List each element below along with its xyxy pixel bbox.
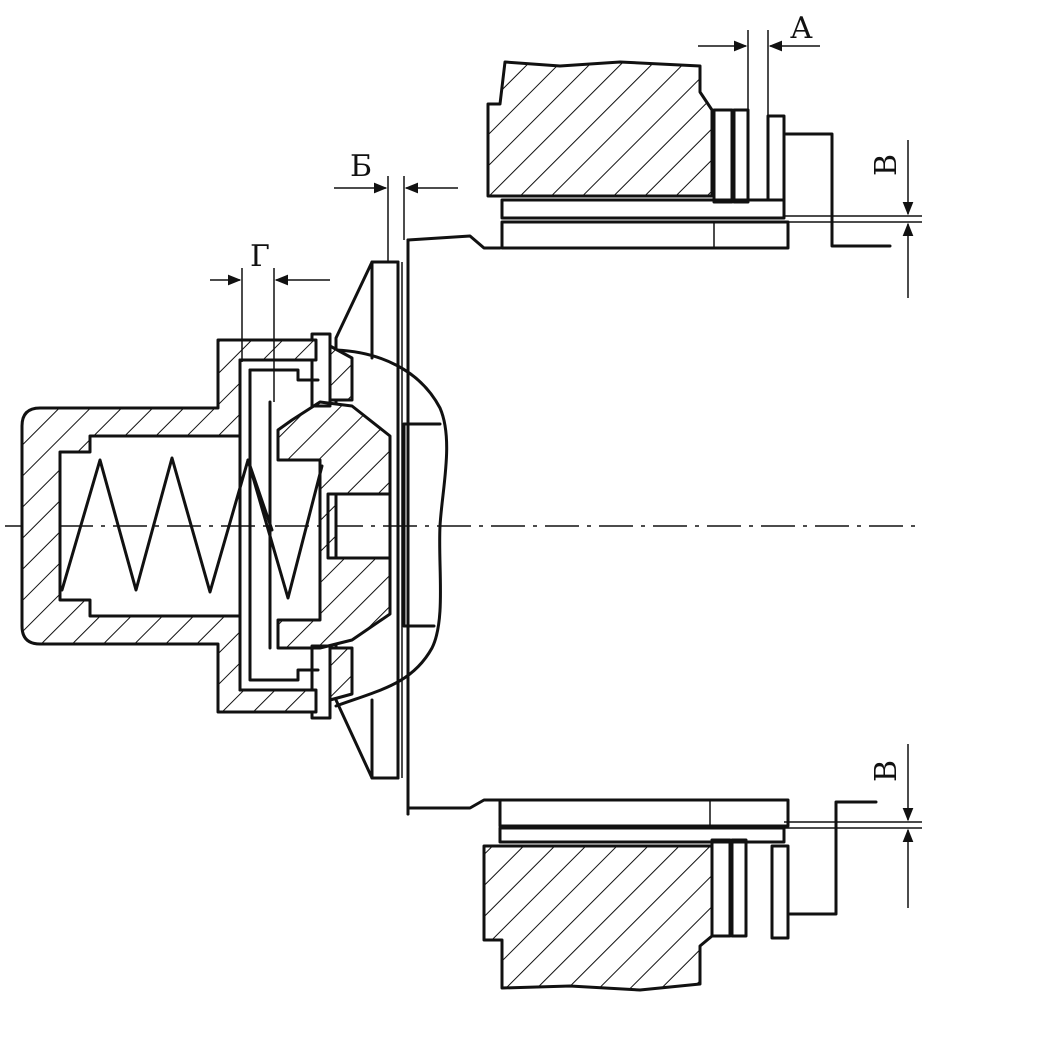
label-v-bottom: В <box>869 760 904 782</box>
label-g: Г <box>250 239 270 274</box>
bottom-housing-block <box>482 798 878 992</box>
top-sleeve-lower <box>500 220 790 250</box>
dimension-b: Б <box>334 149 458 262</box>
top-ring-1 <box>712 108 734 204</box>
top-ring-3 <box>766 114 786 202</box>
label-b: Б <box>350 149 372 184</box>
top-ring-2 <box>732 108 750 204</box>
bottom-ring-flange <box>788 800 878 916</box>
top-housing-block <box>486 60 892 250</box>
shaft-pin <box>326 492 392 560</box>
bottom-ring-2 <box>730 838 748 938</box>
spring-housing <box>20 338 320 714</box>
bottom-sleeve-lower <box>498 826 786 844</box>
bottom-ring-3 <box>770 844 790 940</box>
coil-spring <box>60 456 324 600</box>
upper-bushing <box>328 344 354 402</box>
pressure-disc <box>334 234 502 816</box>
dimension-v-bottom: В <box>784 744 922 908</box>
bottom-ring-1 <box>710 838 732 938</box>
cone-piece <box>276 400 392 650</box>
dimension-g: Г <box>210 239 330 402</box>
lower-bushing <box>328 646 354 702</box>
bottom-sleeve-upper <box>498 798 790 828</box>
label-a: А <box>790 11 813 46</box>
top-ring-flange <box>784 132 892 248</box>
top-sleeve-upper <box>500 198 786 220</box>
dimension-a: А <box>698 11 820 116</box>
label-v-top: В <box>869 154 904 176</box>
disc-hub-bulge <box>334 348 449 708</box>
dimension-v-top: В <box>784 140 922 298</box>
